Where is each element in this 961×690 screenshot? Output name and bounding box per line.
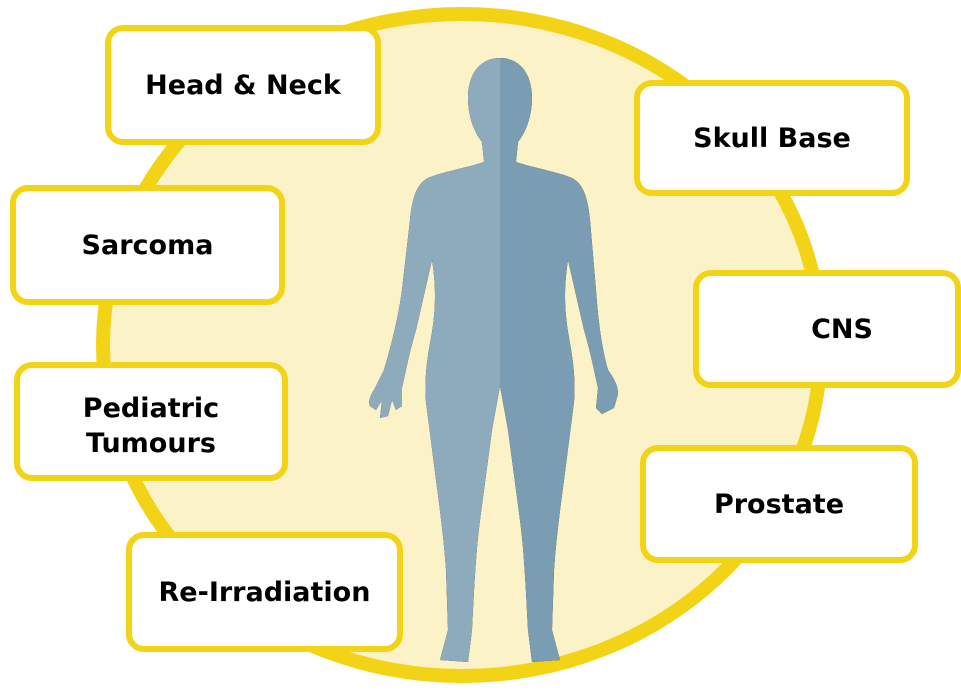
label-head-and-neck[interactable]: Head & Neck [105,25,381,145]
label-skull-base[interactable]: Skull Base [634,80,910,196]
label-re-irradiation-text: Re-Irradiation [159,575,371,610]
label-cns-text: CNS [781,312,873,347]
label-skull-base-text: Skull Base [693,121,851,156]
label-prostate[interactable]: Prostate [640,445,918,563]
label-sarcoma[interactable]: Sarcoma [10,185,285,305]
label-re-irradiation[interactable]: Re-Irradiation [126,532,403,652]
label-pediatric-tumours-text: Pediatric Tumours [83,383,219,461]
label-sarcoma-text: Sarcoma [82,228,214,263]
label-pediatric-tumours[interactable]: Pediatric Tumours [14,362,288,481]
label-prostate-text: Prostate [714,487,844,522]
label-cns[interactable]: CNS [693,270,961,388]
label-head-and-neck-text: Head & Neck [145,68,341,103]
